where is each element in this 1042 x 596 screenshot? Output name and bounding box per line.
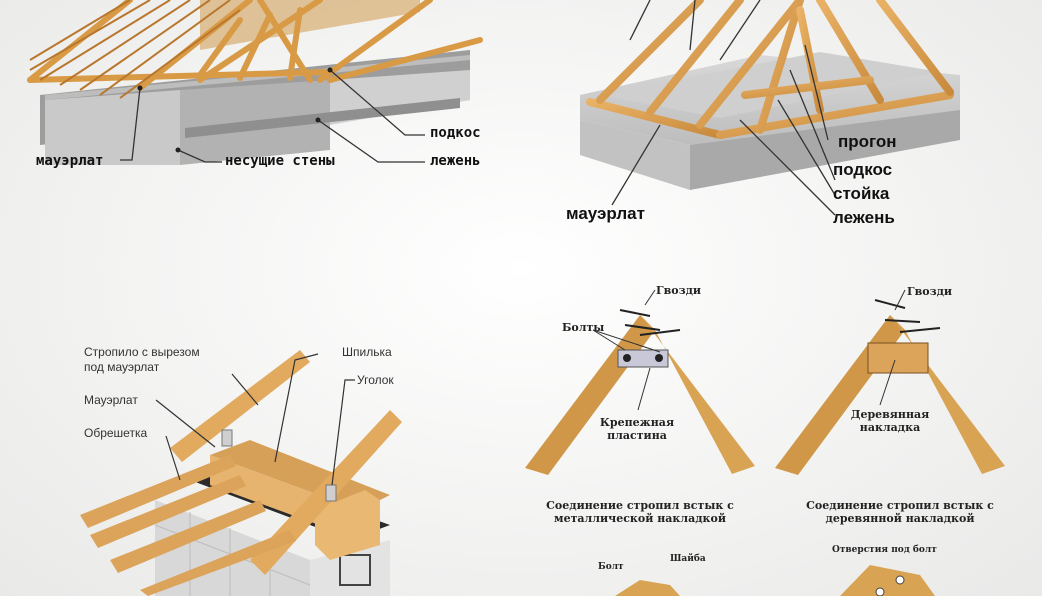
label-podkos-2: подкос [833,160,893,179]
label-rafter-cutout-line2: под мауэрлат [84,360,160,374]
label-sheathing: Обрешетка [84,426,148,440]
label-nails-wood: Гвозди [907,285,953,298]
label-bearing-walls: несущие стены [225,153,335,169]
label-nails-metal: Гвозди [656,284,702,297]
label-bolts: Болты [562,321,605,334]
caption-metal-joint: Соединение стропил встык с металлической… [546,499,734,525]
label-stud: Шпилька [342,345,392,359]
label-mauerlat-1: мауэрлат [36,153,104,169]
label-wood-plate: Деревянная накладка [850,408,930,434]
mauerlat-node-diagram [80,350,402,596]
label-stoyka: стойка [833,184,890,203]
label-bolt: Болт [598,562,624,572]
label-rafter-cutout: Стропило с вырезом [84,345,200,359]
label-lezhen-1: лежень [430,153,481,169]
truss-roof-diagram [27,0,483,165]
rafter-joint-diagrams [525,289,1005,596]
label-bolt-holes: Отверстия под болт [832,545,937,555]
label-mauerlat-2: мауэрлат [566,204,645,223]
label-lezhen-2: лежень [833,208,895,227]
label-mauerlat-3: Мауэрлат [84,393,138,407]
hip-roof-diagram [580,0,960,216]
label-progon: прогон [838,132,897,151]
caption-wood-joint: Соединение стропил встык с деревянной на… [806,499,994,525]
label-angle: Уголок [357,373,394,387]
label-podkos-1: подкос [430,125,481,141]
label-washer: Шайба [670,554,706,564]
label-fastening-plate: Крепежная пластина [599,416,675,442]
